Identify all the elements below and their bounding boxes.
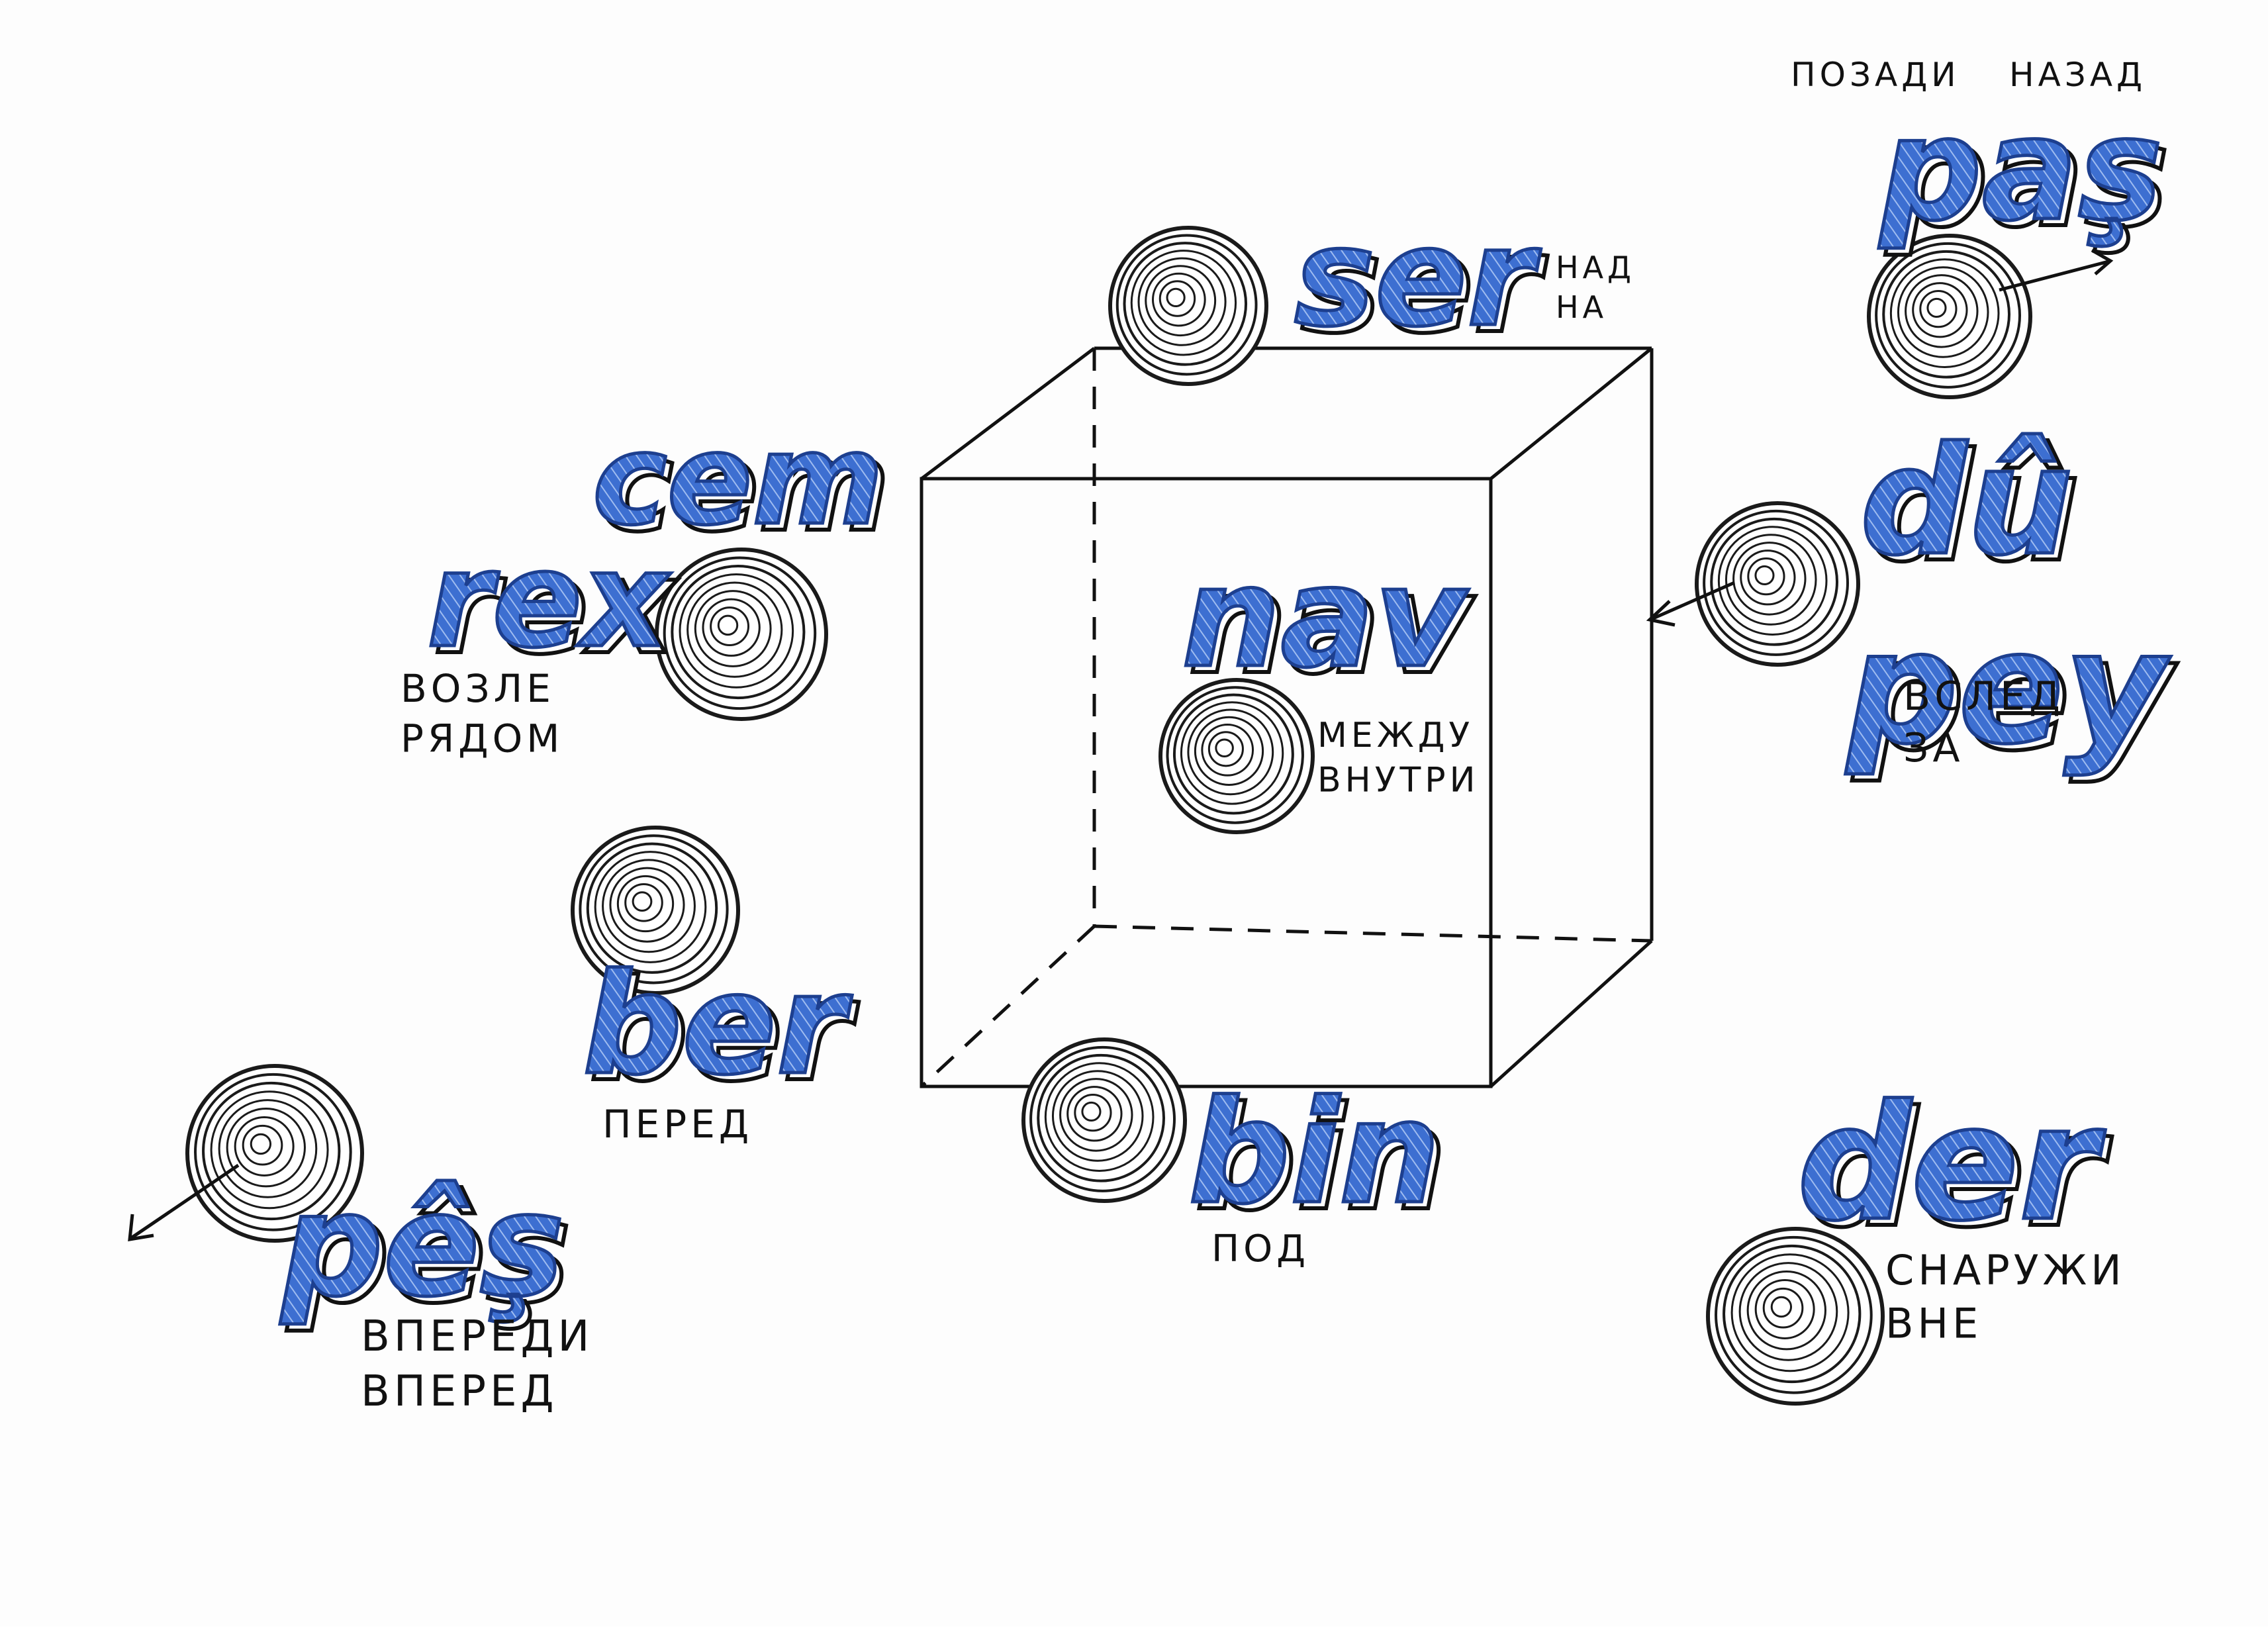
sphere-cemrex [655, 548, 828, 721]
word-shadow-nav: nav [1188, 543, 1476, 705]
label-ser-0: НАД [1556, 250, 1635, 285]
cube-front-face [920, 477, 1493, 1088]
label-pas-0: ПОЗАДИ [1791, 56, 1960, 94]
sphere-pas [1867, 234, 2032, 399]
word-shadow-cemrex: rex [434, 530, 678, 684]
label-pas-1: НАЗАД [2009, 56, 2146, 94]
word-text-bin: bin [1188, 1069, 1441, 1235]
word-shadow-pas: paş [1885, 93, 2169, 259]
word-text-der: der [1797, 1071, 2106, 1256]
cube-edge-top-left [920, 347, 1096, 480]
label-der-1: ВНЕ [1885, 1300, 1982, 1348]
arrows [128, 248, 2114, 1242]
arrow-dupey [1646, 581, 1736, 627]
sphere-ber [571, 826, 740, 995]
sphere-ser [1108, 226, 1268, 386]
word-text-ser: ser [1294, 199, 1541, 357]
sphere-der [1706, 1227, 1885, 1406]
sphere-bin [1021, 1037, 1187, 1203]
label-der-0: СНАРУЖИ [1885, 1246, 2126, 1294]
cube-edge-bottom-right [1489, 939, 1653, 1088]
sphere-dupey [1695, 501, 1860, 667]
label-cemrex-0: ВОЗЛЕ [401, 666, 555, 711]
labels: НАД НА ВОЗЛЕ РЯДОМ МЕЖДУ ВНУТРИ ПЕРЕД ВПЕРЕДИ ВП… [361, 56, 2146, 1416]
cube-edge-top-right [1489, 347, 1653, 480]
label-pes-1: ВПЕРЕД [361, 1367, 558, 1416]
word-text-cemrex: rex [427, 523, 671, 677]
word-text-nav: nav [1182, 536, 1469, 698]
arrow-pes [128, 1163, 240, 1242]
word-text-pes: pêş [279, 1162, 565, 1328]
label-pes-0: ВПЕРЕДИ [361, 1312, 593, 1361]
word-shadow-bin: bin [1195, 1076, 1447, 1242]
cube-hidden-edges [920, 348, 1652, 1088]
label-bin-0: ПОД [1211, 1227, 1309, 1270]
sphere-nav [1158, 678, 1315, 834]
word-shadow-cemrex: cem [599, 413, 890, 559]
arrow-pas [1999, 248, 2114, 292]
label-nav-1: ВНУТРИ [1317, 761, 1479, 800]
word-shadow-ser: ser [1301, 206, 1548, 363]
word-shadow-der: der [1804, 1077, 2112, 1263]
label-dupey-1: ЗА [1903, 725, 1964, 771]
word-text-pas: paş [1878, 86, 2163, 252]
spheres [185, 226, 2032, 1406]
label-cemrex-1: РЯДОМ [401, 716, 563, 761]
label-nav-0: МЕЖДУ [1317, 716, 1474, 755]
word-shadow-dupey: pey [1852, 604, 2178, 785]
word-shadow-dupey: dû [1867, 422, 2079, 595]
word-text-dupey: dû [1860, 415, 2073, 589]
word-shadow-ber: ber [589, 950, 859, 1112]
word-text-dupey: pey [1845, 598, 2171, 779]
label-ser-1: НА [1556, 289, 1607, 325]
label-dupey-0: ВСЛЕД [1903, 673, 2064, 720]
word-text-ber: ber [583, 943, 853, 1106]
word-text-cemrex: cem [592, 407, 883, 553]
sphere-pes [185, 1064, 364, 1243]
word-shadow-pes: pêş [286, 1169, 571, 1335]
label-ber-0: ПЕРЕД [602, 1102, 753, 1147]
